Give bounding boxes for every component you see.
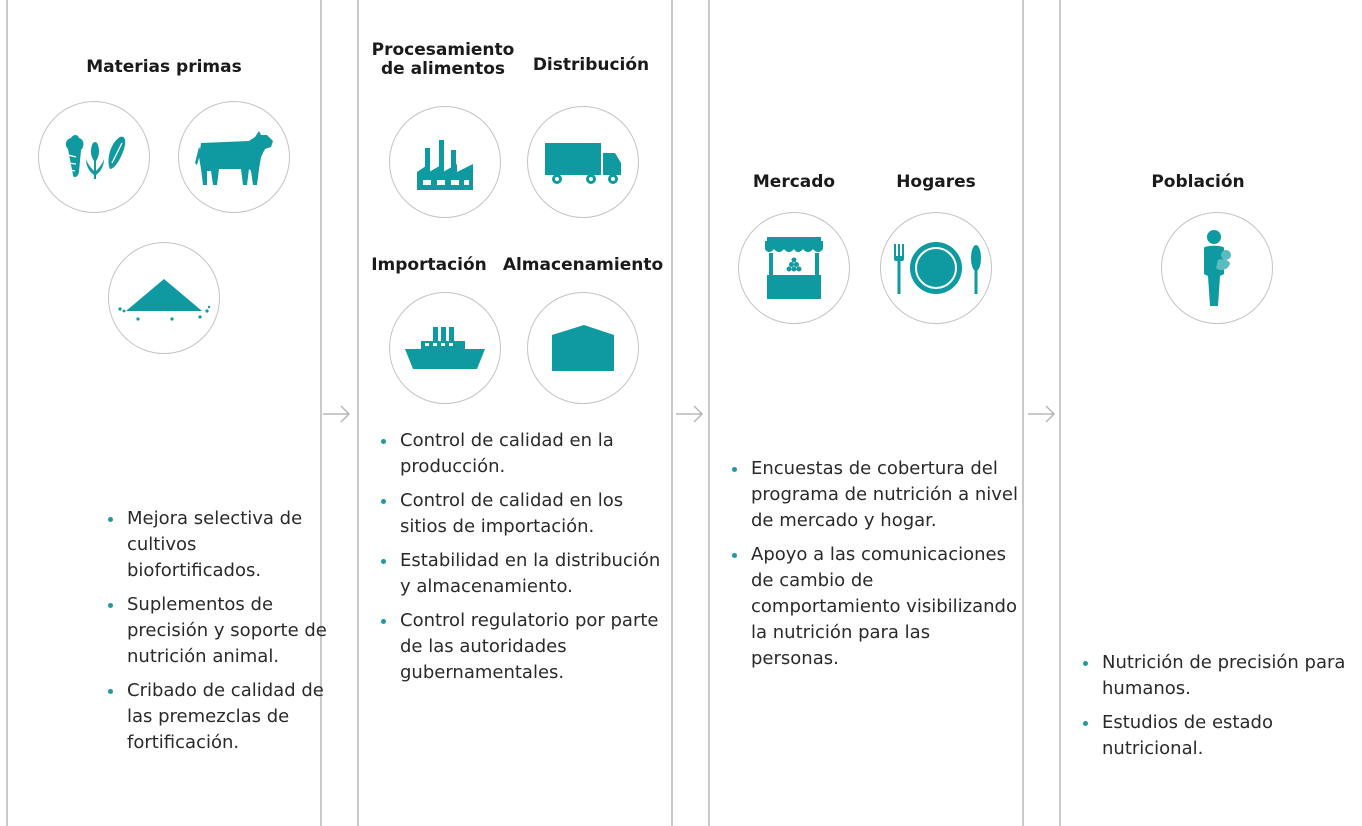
factory-icon: [389, 106, 501, 218]
list-item: Estabilidad en la distribución y almacen…: [380, 548, 670, 600]
list-item: Control de calidad en la producción.: [380, 428, 670, 480]
list-item: Encuestas de cobertura del programa de n…: [731, 456, 1021, 534]
list-item: Suplementos de precisión y soporte de nu…: [107, 592, 327, 670]
stage-title-market: Mercado: [752, 172, 836, 192]
bullet-list-market-households: Encuestas de cobertura del programa de n…: [731, 456, 1021, 680]
list-item: Cribado de calidad de las premezclas de …: [107, 678, 327, 756]
market-stall-icon: [738, 212, 850, 324]
premix-powder-icon: [108, 242, 220, 354]
list-item: Estudios de estado nutricional.: [1082, 710, 1362, 762]
truck-icon: [527, 106, 639, 218]
plate-icon: [880, 212, 992, 324]
stage-title-distribution: Distribución: [532, 55, 650, 75]
arrow-right-icon: [1028, 405, 1056, 423]
stage-raw-materials: Materias primas: [6, 0, 327, 826]
bullet-list-processing-distribution: Control de calidad en la producción. Con…: [380, 428, 670, 694]
list-item: Control de calidad en los sitios de impo…: [380, 488, 670, 540]
list-item: Control regulatorio por parte de las aut…: [380, 608, 670, 686]
stage-title-import: Importación: [371, 255, 487, 275]
stage-title-storage: Almacenamiento: [502, 255, 664, 275]
crops-icon: [38, 101, 150, 213]
arrow-right-icon: [323, 405, 351, 423]
arrow-right-icon: [676, 405, 704, 423]
stage-title-households: Hogares: [896, 172, 976, 192]
bullet-list-population: Nutrición de precisión para humanos. Est…: [1082, 650, 1362, 770]
warehouse-icon: [527, 292, 639, 404]
list-item: Mejora selectiva de cultivos biofortific…: [107, 506, 327, 584]
stage-title-raw-materials: Materias primas: [86, 57, 242, 77]
ship-icon: [389, 292, 501, 404]
stage-title-food-processing: Procesamiento de alimentos: [371, 40, 515, 79]
cow-icon: [178, 101, 290, 213]
stage-title-population: Población: [1151, 172, 1245, 192]
stage-market-households: Mercado Hogares: [708, 0, 1024, 826]
list-item: Apoyo a las comunicaciones de cambio de …: [731, 542, 1021, 672]
list-item: Nutrición de precisión para humanos.: [1082, 650, 1362, 702]
stage-population: Población Nutrición de precisión para hu…: [1059, 0, 1362, 826]
bullet-list-raw-materials: Mejora selectiva de cultivos biofortific…: [107, 506, 327, 764]
stage-processing-distribution: Procesamiento de alimentos Distribución: [357, 0, 673, 826]
mother-child-icon: [1161, 212, 1273, 324]
